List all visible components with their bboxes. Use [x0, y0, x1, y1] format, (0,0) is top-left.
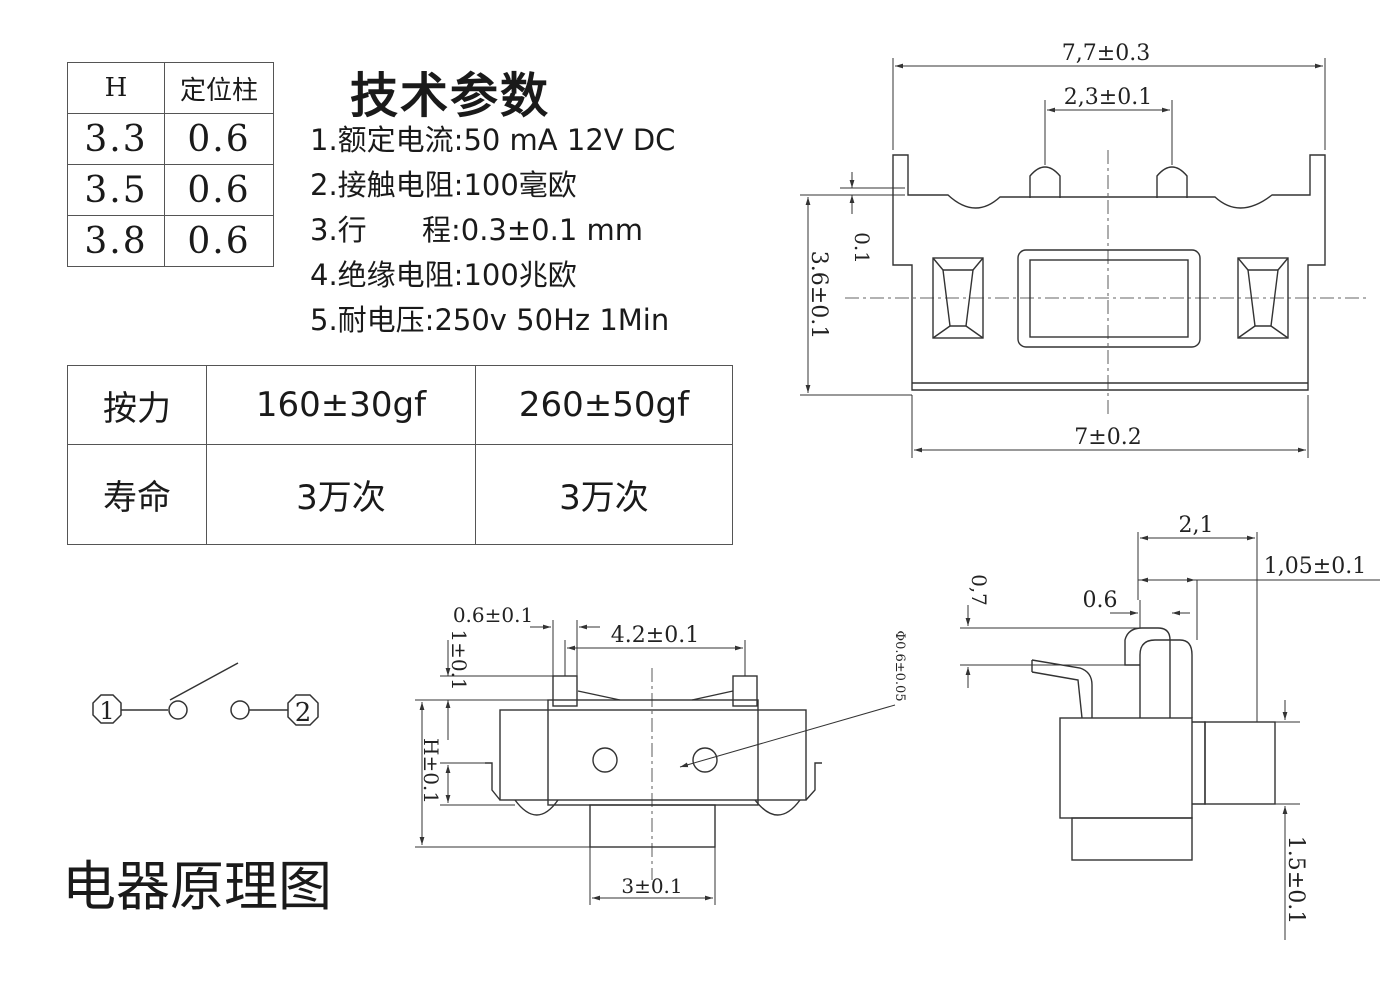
contact-left — [168, 700, 188, 720]
dim-side-pin: 0.6 — [1083, 588, 1118, 613]
dim-pin-height: 1±0.1 — [447, 629, 471, 690]
dim-hole: Φ0.6±0.05 — [892, 630, 907, 701]
top-view-dims — [800, 58, 1326, 458]
life-value-1: 3万次 — [206, 444, 476, 545]
dim-h: H±0.1 — [419, 738, 443, 804]
terminal-2-octagon — [287, 694, 319, 726]
top-view — [845, 150, 1370, 415]
terminal-2-label: 2 — [295, 698, 312, 728]
dim-side-vertical: 0,7 — [967, 574, 991, 606]
dim-top-width: 7,7±0.3 — [1062, 41, 1150, 66]
dim-height: 3.6±0.1 — [806, 251, 831, 339]
h-table-cell: 3.8 — [67, 215, 165, 267]
h-table-header-post: 定位柱 — [164, 62, 274, 114]
dim-side-offset: 1,05±0.1 — [1264, 554, 1366, 579]
front-view-dims — [415, 620, 896, 905]
front-view — [485, 668, 822, 880]
h-table-header-h: H — [67, 62, 165, 114]
h-table-cell: 0.6 — [164, 113, 274, 165]
h-table: H 定位柱 3.3 0.6 3.5 0.6 3.8 0.6 — [67, 62, 274, 267]
dim-pin-width: 0.6±0.1 — [453, 603, 533, 627]
terminal-1-octagon — [92, 694, 122, 724]
life-value-2: 3万次 — [475, 444, 733, 545]
spec-title: 技术参数 — [350, 68, 551, 124]
dim-pin-spacing-front: 4.2±0.1 — [611, 623, 699, 648]
switch-blade — [169, 662, 239, 701]
dim-pin-spacing: 2,3±0.1 — [1064, 85, 1152, 110]
h-table-cell: 0.6 — [164, 164, 274, 216]
schematic-title: 电器原理图 — [62, 855, 332, 918]
contact-right — [230, 700, 250, 720]
dim-base-width: 3±0.1 — [621, 874, 682, 898]
side-view-dims — [960, 532, 1380, 940]
force-value-1: 160±30gf — [206, 365, 476, 445]
dim-side-bottom: 1.5±0.1 — [1283, 836, 1308, 924]
switch-schematic — [92, 662, 319, 726]
spec-list: 1.额定电流:50 mA 12V DC 2.接触电阻:100毫欧 3.行 程:0… — [310, 118, 675, 343]
spec-item: 2.接触电阻:100毫欧 — [310, 168, 577, 202]
spec-item: 5.耐电压:250v 50Hz 1Min — [310, 303, 670, 337]
h-table-cell: 0.6 — [164, 215, 274, 267]
side-view — [1031, 627, 1276, 861]
dim-side-total: 2,1 — [1179, 513, 1214, 538]
spec-item: 1.额定电流:50 mA 12V DC — [310, 123, 676, 157]
force-value-2: 260±50gf — [475, 365, 733, 445]
spec-item: 4.绝缘电阻:100兆欧 — [310, 258, 577, 292]
dim-bottom-width: 7±0.2 — [1074, 425, 1141, 450]
force-label: 按力 — [67, 365, 207, 445]
dim-small: 0.1 — [850, 232, 874, 264]
spec-item: 3.行 程:0.3±0.1 mm — [310, 213, 644, 247]
life-label: 寿命 — [67, 444, 207, 545]
force-table: 按力 160±30gf 260±50gf 寿命 3万次 3万次 — [67, 365, 733, 545]
terminal-1-label: 1 — [99, 697, 114, 725]
